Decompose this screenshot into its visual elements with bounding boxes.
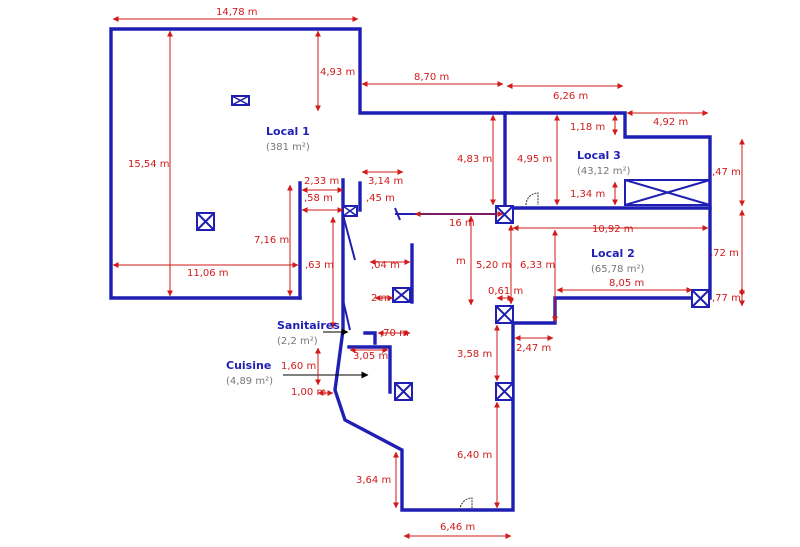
dim-label: ,72 m — [710, 248, 739, 259]
wall-inner-3 — [363, 331, 377, 345]
column-icon — [691, 289, 710, 308]
dim-label: 6,26 m — [553, 91, 588, 102]
column-icon — [495, 205, 514, 224]
dim-label: 3,05 m — [353, 351, 388, 362]
room-labels: Local 1 (381 m²) Local 3 (43,12 m²) Loca… — [226, 125, 644, 387]
dim-label: 1,34 m — [570, 189, 605, 200]
column-icon — [394, 382, 413, 401]
dim-label: ,04 m — [371, 260, 400, 271]
room-area-cuisine: (4,89 m²) — [226, 376, 273, 387]
dim-label: 4,83 m — [457, 154, 492, 165]
column-icon — [495, 305, 514, 324]
room-area-sanitaires: (2,2 m²) — [277, 336, 318, 347]
dim-label: ,63 m — [305, 260, 334, 271]
dimension-lines — [112, 16, 745, 539]
dim-label: ,45 m — [366, 193, 395, 204]
wall-local2-local3 — [333, 111, 712, 512]
dim-label: 8,05 m — [609, 278, 644, 289]
room-name-local3: Local 3 — [577, 149, 621, 162]
dim-label: 1,00 m — [291, 387, 326, 398]
room-area-local2: (65,78 m²) — [591, 264, 644, 275]
dimension-labels: 14,78 m 4,93 m 8,70 m 6,26 m 4,92 m 1,18… — [128, 7, 741, 533]
room-name-cuisine: Cuisine — [226, 359, 271, 372]
dim-label: 1,60 m — [281, 361, 316, 372]
dim-label: 7,16 m — [254, 235, 289, 246]
dim-label: m — [456, 256, 466, 267]
door-icon — [459, 497, 473, 511]
column-icon — [342, 205, 358, 217]
local3-block — [624, 179, 711, 206]
dim-label: 2,47 m — [516, 343, 551, 354]
door-icon — [525, 192, 539, 206]
column-icon — [495, 382, 514, 401]
dim-label: 2,33 m — [304, 176, 339, 187]
dim-label: 3,58 m — [457, 349, 492, 360]
dim-label: 2 m — [371, 293, 390, 304]
dim-label: 11,06 m — [187, 268, 229, 279]
walls — [109, 27, 712, 512]
dim-label: 4,92 m — [653, 117, 688, 128]
dim-label: 3,64 m — [356, 475, 391, 486]
room-name-sanitaires: Sanitaires — [277, 319, 340, 332]
room-name-local2: Local 2 — [591, 247, 635, 260]
dim-label: 15,54 m — [128, 159, 170, 170]
dim-label: ,47 m — [712, 167, 741, 178]
dim-label: 6,40 m — [457, 450, 492, 461]
column-icon — [392, 287, 411, 303]
room-area-local3: (43,12 m²) — [577, 166, 630, 177]
dim-label: 3,14 m — [368, 176, 403, 187]
dim-label: 0,61 m — [488, 286, 523, 297]
dim-label: 5,20 m — [476, 260, 511, 271]
dim-label: ,77 m — [712, 293, 741, 304]
dim-label: ,70 m — [380, 328, 409, 339]
dim-label: ,58 m — [304, 193, 333, 204]
dim-label: 14,78 m — [216, 7, 258, 18]
dim-label: 10,92 m — [592, 224, 634, 235]
dim-label: 8,70 m — [414, 72, 449, 83]
room-name-local1: Local 1 — [266, 125, 310, 138]
dim-label: 6,33 m — [520, 260, 555, 271]
room-area-local1: (381 m²) — [266, 142, 310, 153]
dim-label: 16 m — [449, 218, 475, 229]
dim-label: 6,46 m — [440, 522, 475, 533]
dim-label: 4,93 m — [320, 67, 355, 78]
dim-label: 1,18 m — [570, 122, 605, 133]
dim-label: 4,95 m — [517, 154, 552, 165]
column-icon — [196, 212, 215, 231]
columns — [196, 95, 710, 401]
vent-icon — [231, 95, 250, 106]
